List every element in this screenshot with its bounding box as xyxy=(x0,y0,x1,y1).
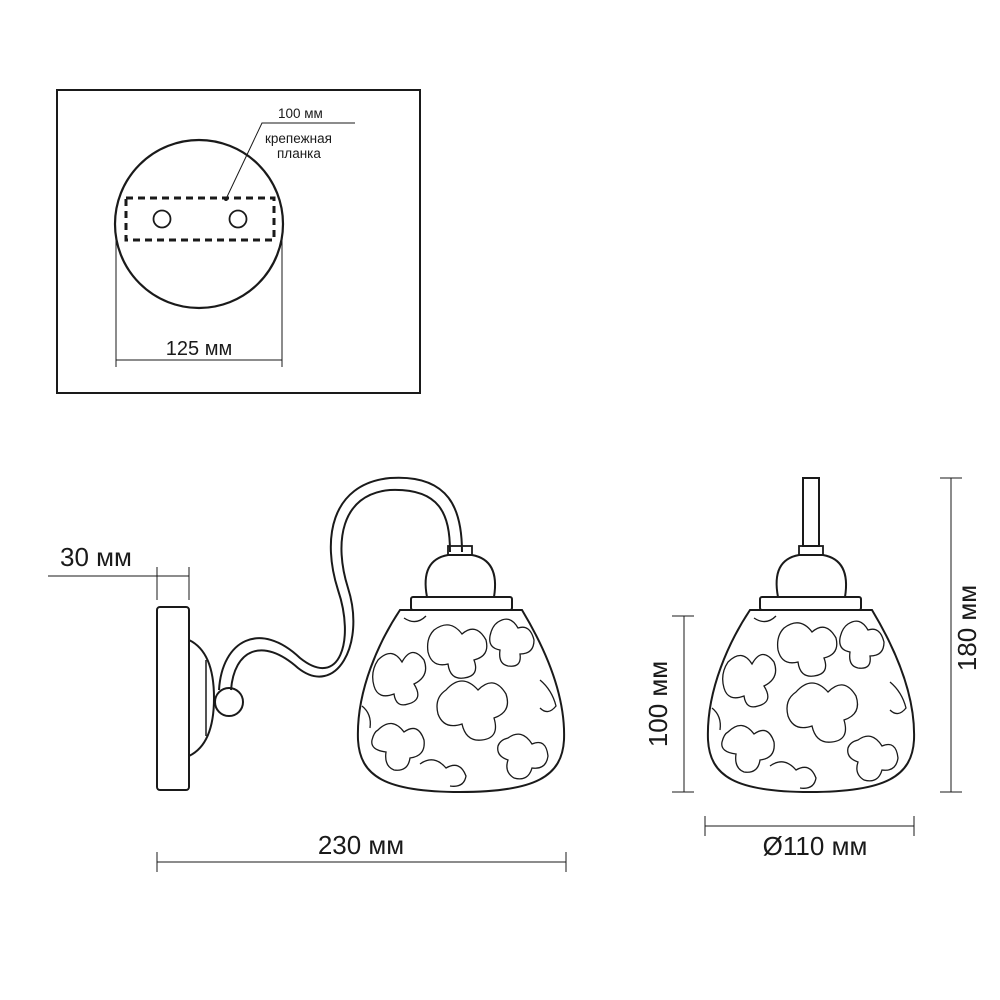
side-shade-outline xyxy=(356,609,566,794)
strip-size-label: 100 мм xyxy=(278,106,323,121)
strip-name-line1: крепежная xyxy=(265,131,332,146)
strip-name-line2: планка xyxy=(277,146,321,161)
front-view: 100 мм 180 мм Ø110 мм xyxy=(643,477,982,861)
front-shade-pattern xyxy=(711,615,907,789)
length-label: 230 мм xyxy=(318,830,404,860)
side-view: 30 мм 230 мм xyxy=(48,476,567,872)
shade-rim xyxy=(410,596,513,611)
socket-collar xyxy=(447,545,473,556)
socket-cup xyxy=(424,554,496,598)
shade-height-label: 100 мм xyxy=(643,661,673,747)
screw-hole-right xyxy=(228,209,248,229)
leader-dot xyxy=(224,197,228,201)
wall-plate xyxy=(156,606,190,791)
arm-ball xyxy=(214,687,244,717)
wall-canopy xyxy=(188,639,216,757)
shade-diameter-label: Ø110 мм xyxy=(763,831,868,861)
mounting-strip-outline xyxy=(124,196,276,242)
arm-inner xyxy=(230,488,451,691)
plate-diameter-label: 125 мм xyxy=(166,338,232,360)
front-shade-outline xyxy=(706,609,916,794)
depth-label: 30 мм xyxy=(60,542,132,572)
front-shade-rim xyxy=(759,596,862,611)
screw-hole-left xyxy=(152,209,172,229)
front-socket-collar xyxy=(798,545,824,556)
side-shade-pattern xyxy=(361,615,557,787)
arm-outer xyxy=(218,476,463,691)
strip-label-leader xyxy=(225,122,355,200)
total-height-label: 180 мм xyxy=(952,585,982,671)
inset-frame xyxy=(56,89,421,394)
front-socket-cup xyxy=(775,554,847,598)
front-rod xyxy=(802,477,820,547)
mounting-plate-circle xyxy=(113,138,285,310)
mounting-plate-inset: 100 мм крепежная планка 125 мм xyxy=(56,89,421,394)
